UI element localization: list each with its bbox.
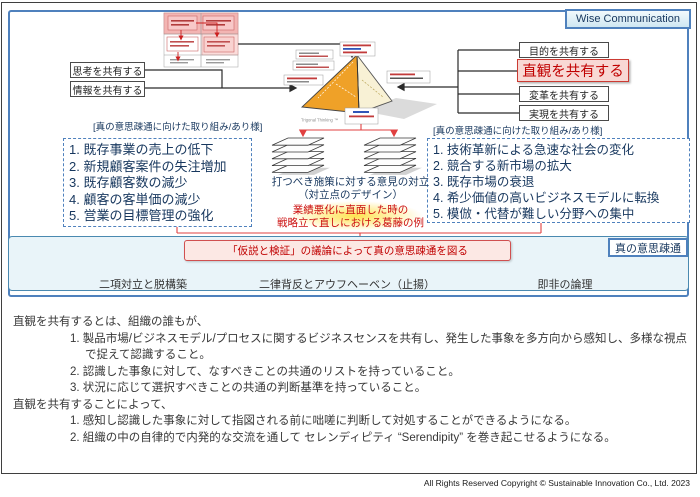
explanation-text-block: 直観を共有するとは、組織の誰もが、 1. 製品市場/ビジネスモデル/プロセスに関… xyxy=(13,314,691,446)
share-reform-box: 変革を共有する xyxy=(519,86,609,102)
pyramid-caption: Trigonal Thinking ™ xyxy=(301,118,338,123)
right-issues-panel: 1. 技術革新による急速な社会の変化 2. 競合する新市場の拡大 3. 既存市場… xyxy=(427,138,690,223)
explanation-point: 3. 状況に応じて選択すべきことの共通の判断基準を持っていること。 xyxy=(70,382,427,394)
share-information-label: 情報を共有する xyxy=(72,85,143,97)
method-label: 即非の論理 xyxy=(537,279,593,291)
explanation-intro: 直観を共有するとは、組織の誰もが、 xyxy=(13,316,209,328)
paper-stack-right xyxy=(363,137,422,175)
explanation-point: 1. 製品市場/ビジネスモデル/プロセスに関するビジネスセンスを共有し、発生した… xyxy=(70,332,687,362)
copyright-text: All Rights Reserved Copyright © Sustaina… xyxy=(423,478,690,488)
list-item: 2. 新規顧客案件の失注増加 xyxy=(69,158,227,174)
page-title: Wise Communication xyxy=(576,13,680,25)
title-box: Wise Communication xyxy=(565,9,691,29)
conflict-line: （対立点のデザイン） xyxy=(298,189,403,201)
true-communication-label: 真の意思疎通 xyxy=(615,242,681,255)
list-item: 3. 既存顧客数の減少 xyxy=(69,175,188,190)
list-item: 3. 既存市場の衰退 xyxy=(433,175,535,189)
list-item: 1. 既存事業の売上の低下 xyxy=(69,142,214,157)
method-label: 二律背反とアウフヘーベン（止揚） xyxy=(259,279,435,291)
slide-border xyxy=(1,2,697,474)
left-issues-panel: 1. 既存事業の売上の低下 2. 新規顧客案件の失注増加 3. 既存顧客数の減少… xyxy=(63,138,252,227)
method-label: 二項対立と脱構築 xyxy=(99,279,187,291)
paper-stack-left xyxy=(271,137,330,175)
share-thought-label: 思考を共有する xyxy=(72,66,143,78)
explanation-point: 2. 認識した事象に対して、なすべきことの共通のリストを持っていること。 xyxy=(70,365,460,378)
explanation-point: 1. 感知し認識した事象に対して指図される前に咄嗟に判断して対処することができる… xyxy=(70,415,577,427)
pyramid-shadow xyxy=(363,98,437,119)
quadrant-red-arrows xyxy=(175,22,220,62)
conflict-text-block: 打つべき施策に対する意見の対立 （対立点のデザイン） 業績悪化に直面した時の 戦… xyxy=(243,176,458,229)
share-thought-box: 思考を共有する xyxy=(70,62,145,78)
share-information-box: 情報を共有する xyxy=(70,81,145,97)
explanation-point: 2. 組織の中の自律的で内発的な交流を通して セレンディピティ “Serendi… xyxy=(70,431,616,444)
list-item: 4. 顧客の客単価の減少 xyxy=(69,191,201,207)
hypothesis-verification-label: 「仮説と検証」の議論によって真の意思疎通を図る xyxy=(227,245,468,257)
list-item: 2. 競合する新市場の拡大 xyxy=(433,159,572,173)
list-item: 4. 希少価値の高いビジネスモデルに転換 xyxy=(433,191,660,205)
pyramid-to-stacks-bracket xyxy=(298,124,399,138)
yellow-highlight-glow xyxy=(288,201,423,231)
true-communication-label-box: 真の意思疎通 xyxy=(608,238,688,257)
list-item: 5. 営業の目標管理の強化 xyxy=(69,208,214,223)
list-item: 1. 技術革新による急速な社会の変化 xyxy=(433,143,635,157)
share-purpose-label: 目的を共有する xyxy=(529,46,599,58)
share-realize-box: 実現を共有する xyxy=(519,105,609,121)
left-panel-header: [真の意思疎通に向けた取り組み/あり様] xyxy=(93,122,263,133)
share-realize-label: 実現を共有する xyxy=(529,109,599,121)
hypothesis-verification-box: 「仮説と検証」の議論によって真の意思疎通を図る xyxy=(184,240,511,261)
right-panel-header: [真の意思疎通に向けた取り組み/あり様] xyxy=(433,126,603,137)
share-intuition-label: 直観を共有する xyxy=(522,64,624,80)
quadrant-text-marks xyxy=(170,20,231,64)
conflict-example-line: 戦略立て直しにおける葛藤の例 xyxy=(277,216,424,229)
share-reform-label: 変革を共有する xyxy=(529,90,599,102)
trigonal-pyramid: Trigonal Thinking ™ xyxy=(283,41,437,125)
conflict-example-line: 業績悪化に直面した時の xyxy=(292,204,409,216)
quadrant-mini-diagram xyxy=(163,12,239,68)
pyramid-labels xyxy=(283,41,431,125)
explanation-intro: 直観を共有することによって、 xyxy=(13,398,173,411)
conflict-line: 打つべき施策に対する意見の対立 xyxy=(271,176,430,188)
share-intuition-box-highlighted: 直観を共有する xyxy=(517,59,629,82)
share-purpose-box: 目的を共有する xyxy=(519,42,609,58)
list-item: 5. 模倣・代替が難しい分野への集中 xyxy=(433,207,635,221)
